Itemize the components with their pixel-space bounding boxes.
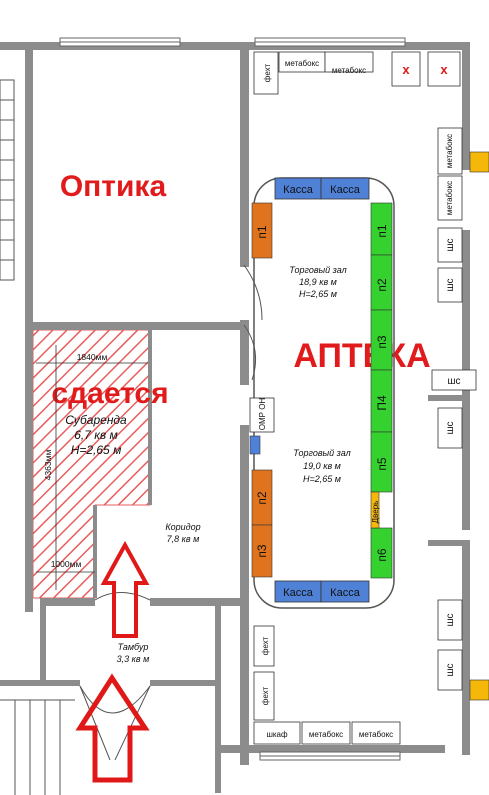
svg-text:18,9 кв м: 18,9 кв м (299, 277, 337, 287)
svg-text:п1: п1 (255, 225, 269, 238)
svg-text:6,7 кв м: 6,7 кв м (74, 428, 118, 442)
svg-text:19,0 кв м: 19,0 кв м (303, 461, 341, 471)
svg-text:Торговый зал: Торговый зал (293, 448, 350, 458)
svg-text:метабокс: метабокс (285, 59, 319, 68)
svg-text:3,3 кв м: 3,3 кв м (117, 654, 150, 664)
entry-arrow-upper (100, 540, 150, 638)
orange-shelves: п1 п2 п3 (251, 202, 273, 578)
svg-text:шс: шс (445, 663, 456, 676)
svg-text:метабокс: метабокс (309, 730, 343, 739)
label-apteka: АПТЕКА (293, 337, 430, 375)
room-hall-bottom: Торговый зал 19,0 кв м H=2,65 м (293, 448, 350, 484)
svg-text:Касса: Касса (283, 587, 314, 599)
svg-text:Тамбур: Тамбур (118, 642, 149, 652)
entry-arrow-lower (75, 673, 150, 783)
svg-text:шкаф: шкаф (266, 730, 288, 739)
svg-text:шс: шс (445, 278, 456, 291)
svg-text:7,8 кв м: 7,8 кв м (167, 534, 200, 544)
svg-text:Касса: Касса (283, 184, 314, 196)
svg-text:фехт: фехт (263, 63, 272, 82)
kassa-top: Касса Касса (274, 177, 370, 200)
room-corridor: Коридор 7,8 кв м (165, 522, 200, 544)
svg-text:H=2,65 м: H=2,65 м (303, 474, 341, 484)
right-fixtures: метабокс метабокс шс шс шс шс шс шс (431, 127, 489, 701)
svg-text:x: x (440, 62, 448, 77)
svg-text:Касса: Касса (330, 587, 361, 599)
dimension-side: 4363мм (43, 450, 53, 481)
svg-text:Торговый зал: Торговый зал (289, 265, 346, 275)
svg-text:Дверь: Дверь (371, 501, 380, 524)
stairs-left (0, 79, 75, 795)
dimension-lines (36, 345, 148, 590)
svg-text:п6: п6 (375, 548, 389, 561)
svg-text:п3: п3 (375, 335, 389, 348)
room-subarenda: Субаренда 6,7 кв м H=2,65 м (65, 413, 127, 457)
room-hall-top: Торговый зал 18,9 кв м H=2,65 м (289, 265, 346, 299)
svg-text:шс: шс (445, 613, 456, 626)
svg-text:шс: шс (447, 376, 460, 387)
svg-text:фехт: фехт (261, 686, 270, 705)
svg-text:п5: п5 (375, 457, 389, 470)
svg-text:шс: шс (445, 421, 456, 434)
svg-text:п2: п2 (375, 278, 389, 291)
svg-text:x: x (402, 62, 410, 77)
label-sdaetsya: сдается (51, 377, 168, 410)
doors (79, 264, 263, 761)
windows (59, 37, 406, 761)
label-optika: Оптика (60, 170, 167, 203)
top-fixtures: фехт метабокс метабокс x x (253, 51, 461, 95)
green-shelves: п1 п2 п3 П4 п5 п6 Дверь (370, 202, 393, 579)
svg-text:метабокс: метабокс (445, 134, 454, 168)
svg-text:метабокс: метабокс (359, 730, 393, 739)
svg-text:шс: шс (445, 238, 456, 251)
svg-text:Касса: Касса (330, 184, 361, 196)
svg-text:п1: п1 (375, 224, 389, 237)
omron-device: ОМР ОН (249, 398, 275, 455)
dimension-bottom: 1000мм (51, 559, 82, 569)
svg-text:п2: п2 (255, 491, 269, 504)
svg-text:метабокс: метабокс (445, 181, 454, 215)
svg-text:ОМР ОН: ОМР ОН (258, 398, 267, 431)
svg-text:Коридор: Коридор (165, 522, 200, 532)
dimension-top: 1840мм (77, 352, 108, 362)
svg-text:п3: п3 (255, 544, 269, 557)
svg-text:фехт: фехт (261, 636, 270, 655)
svg-text:метабокс: метабокс (332, 66, 366, 75)
svg-text:П4: П4 (375, 395, 389, 411)
walls (0, 42, 470, 793)
svg-text:Субаренда: Субаренда (65, 413, 127, 427)
svg-text:H=2,65 м: H=2,65 м (299, 289, 337, 299)
room-tambur: Тамбур 3,3 кв м (117, 642, 150, 664)
bottom-fixtures: фехт фехт шкаф метабокс метабокс (253, 625, 401, 745)
kassa-bottom: Касса Касса (274, 580, 370, 603)
svg-text:H=2,65 м: H=2,65 м (71, 443, 122, 457)
